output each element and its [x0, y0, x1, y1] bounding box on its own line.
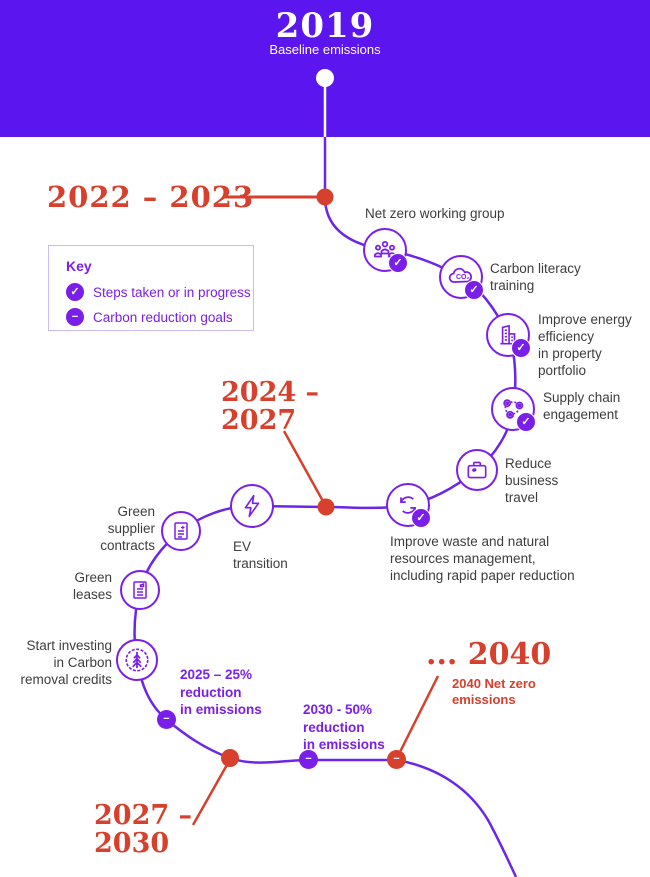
key-item-steps-taken: ✓ Steps taken or in progress: [66, 283, 253, 301]
milestone-ev-transition: [230, 484, 274, 528]
period-2022-2023: 2022 – 2023: [47, 180, 255, 214]
check-badge-icon: ✓: [516, 412, 536, 432]
contract-document-icon: [169, 519, 193, 543]
lightning-bolt-icon: [239, 493, 265, 519]
milestone-label: EV transition: [233, 539, 288, 571]
network-icon: [499, 395, 527, 423]
check-badge-icon: ✓: [411, 508, 431, 528]
milestone-label: Carbon literacy training: [490, 261, 581, 293]
milestone-label: Supply chain engagement: [543, 390, 621, 422]
milestone-green-leases: [120, 570, 160, 610]
header-subtitle: Baseline emissions: [269, 42, 381, 57]
milestone-label: Reduce business travel: [505, 456, 559, 505]
milestone-business-travel: [456, 449, 498, 491]
goal-minus-badge-2025: −: [157, 710, 176, 729]
period-2024-2027: 2024 – 2027: [221, 377, 320, 437]
milestone-label: Green leases: [72, 570, 112, 602]
period-2040: ... 2040: [426, 637, 552, 672]
marker-dot-2022: [316, 188, 334, 206]
check-badge-icon: ✓: [66, 283, 84, 301]
milestone-working-group: ✓: [363, 228, 408, 273]
check-badge-icon: ✓: [511, 338, 531, 358]
connector-2040: [397, 675, 440, 755]
key-item-reduction-goals: − Carbon reduction goals: [66, 308, 253, 326]
goal-2030-label: 2030 - 50% reduction in emissions: [303, 702, 385, 753]
connector-2027: [191, 762, 230, 826]
lease-document-icon: [128, 578, 152, 602]
key-legend-box: Key ✓ Steps taken or in progress − Carbo…: [48, 245, 254, 331]
co2-cloud-icon: CO₂: [446, 262, 476, 292]
milestone-energy-efficiency: ✓: [486, 313, 531, 358]
connector-2024: [282, 430, 326, 504]
milestone-label: Improve waste and natural resources mana…: [390, 534, 575, 583]
milestone-carbon-literacy: CO₂ ✓: [439, 255, 484, 300]
goal-minus-badge-2030: −: [299, 750, 318, 769]
milestone-label: Net zero working group: [365, 206, 505, 221]
goal-2025-label: 2025 – 25% reduction in emissions: [180, 667, 262, 718]
briefcase-icon: [464, 457, 490, 483]
minus-badge-icon: −: [66, 308, 84, 326]
key-item-label: Carbon reduction goals: [93, 309, 233, 325]
milestone-green-supplier-contracts: [161, 511, 201, 551]
milestone-label: Improve energy efficiency in property po…: [538, 312, 632, 378]
check-badge-icon: ✓: [388, 253, 408, 273]
key-title: Key: [66, 258, 92, 274]
milestone-waste-management: ✓: [386, 483, 431, 528]
check-badge-icon: ✓: [464, 280, 484, 300]
milestone-label: Start investing in Carbon removal credit…: [20, 638, 112, 687]
milestone-label: Green supplier contracts: [100, 504, 155, 553]
header-year: 2019: [275, 6, 375, 46]
milestone-supply-chain: ✓: [491, 387, 536, 432]
marker-dot-2027: [221, 749, 239, 767]
people-group-icon: [371, 236, 399, 264]
key-item-label: Steps taken or in progress: [93, 284, 251, 300]
goal-minus-badge-2040: −: [387, 750, 406, 769]
marker-dot-2024: [317, 498, 335, 516]
milestone-carbon-removal-credits: [116, 639, 158, 681]
svg-text:CO₂: CO₂: [456, 274, 470, 281]
pine-tree-icon: [122, 645, 152, 675]
baseline-start-dot: [316, 69, 334, 87]
period-2027-2030: 2027 – 2030: [94, 800, 193, 860]
netzero-2040-note: 2040 Net zero emissions: [452, 676, 536, 708]
